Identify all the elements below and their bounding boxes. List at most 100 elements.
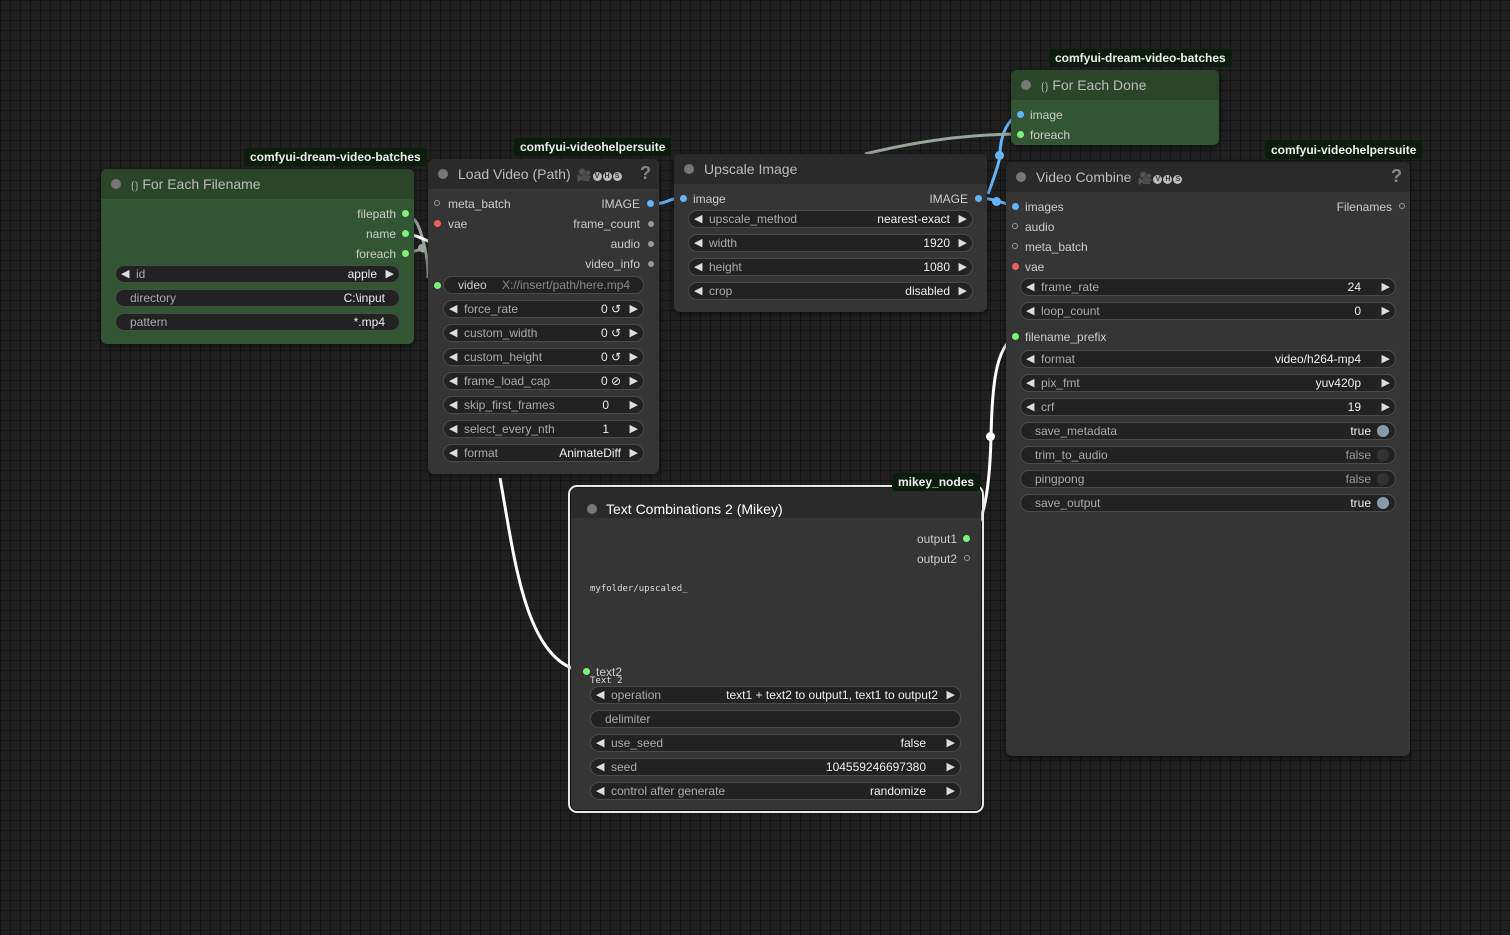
arrow-left-icon[interactable]: ◀ bbox=[449, 399, 458, 411]
collapse-dot[interactable] bbox=[1016, 172, 1026, 182]
output-dot-frame-count[interactable] bbox=[648, 221, 654, 227]
toggle-knob-icon[interactable] bbox=[1377, 425, 1389, 437]
arrow-right-icon[interactable]: ▶ bbox=[958, 237, 967, 249]
help-icon[interactable]: ? bbox=[640, 163, 651, 183]
node-upscale-image[interactable]: Upscale Image image IMAGE ◀upscale_metho… bbox=[674, 154, 987, 312]
node-title-bar[interactable]: Upscale Image bbox=[674, 154, 987, 184]
output-dot-video-info[interactable] bbox=[648, 261, 654, 267]
arrow-left-icon[interactable]: ◀ bbox=[1026, 401, 1035, 413]
output-image[interactable]: IMAGE bbox=[601, 197, 640, 211]
input-dot-vae[interactable] bbox=[434, 220, 441, 227]
arrow-left-icon[interactable]: ◀ bbox=[596, 785, 605, 797]
arrow-right-icon[interactable]: ▶ bbox=[1381, 305, 1390, 317]
node-title-bar[interactable]: ⟮⟯For Each Done bbox=[1011, 70, 1219, 100]
arrow-left-icon[interactable]: ◀ bbox=[1026, 377, 1035, 389]
input-dot-audio[interactable] bbox=[1012, 223, 1018, 229]
arrow-right-icon[interactable]: ▶ bbox=[629, 423, 638, 435]
input-image[interactable]: image bbox=[693, 192, 726, 206]
reroute-point[interactable] bbox=[992, 197, 1001, 206]
input-audio[interactable]: audio bbox=[1025, 220, 1055, 234]
arrow-left-icon[interactable]: ◀ bbox=[449, 423, 458, 435]
input-foreach[interactable]: foreach bbox=[1030, 128, 1071, 142]
arrow-left-icon[interactable]: ◀ bbox=[596, 761, 605, 773]
collapse-dot[interactable] bbox=[684, 164, 694, 174]
arrow-right-icon[interactable]: ▶ bbox=[946, 761, 955, 773]
output-video-info[interactable]: video_info bbox=[585, 257, 640, 271]
toggle-knob-icon[interactable] bbox=[1377, 473, 1389, 485]
node-title-bar[interactable]: ⟮⟯For Each Filename bbox=[101, 169, 414, 199]
toggle-knob-icon[interactable] bbox=[1377, 449, 1389, 461]
arrow-right-icon[interactable]: ▶ bbox=[958, 261, 967, 273]
arrow-right-icon[interactable]: ▶ bbox=[958, 213, 967, 225]
arrow-left-icon[interactable]: ◀ bbox=[694, 261, 703, 273]
arrow-right-icon[interactable]: ▶ bbox=[629, 327, 638, 339]
input-dot-text2[interactable] bbox=[583, 668, 590, 675]
output-name[interactable]: name bbox=[365, 227, 396, 241]
arrow-right-icon[interactable]: ▶ bbox=[1381, 377, 1390, 389]
output-output2[interactable]: output2 bbox=[916, 552, 957, 566]
arrow-left-icon[interactable]: ◀ bbox=[694, 237, 703, 249]
input-images[interactable]: images bbox=[1025, 200, 1064, 214]
arrow-right-icon[interactable]: ▶ bbox=[629, 399, 638, 411]
arrow-left-icon[interactable]: ◀ bbox=[1026, 281, 1035, 293]
output-foreach[interactable]: foreach bbox=[355, 247, 396, 261]
arrow-right-icon[interactable]: ▶ bbox=[1381, 353, 1390, 365]
arrow-right-icon[interactable]: ▶ bbox=[629, 351, 638, 363]
arrow-left-icon[interactable]: ◀ bbox=[1026, 305, 1035, 317]
input-filename-prefix[interactable]: filename_prefix bbox=[1025, 330, 1107, 344]
node-for-each-filename[interactable]: ⟮⟯For Each Filename filepath name foreac… bbox=[101, 169, 414, 344]
arrow-left-icon[interactable]: ◀ bbox=[596, 737, 605, 749]
toggle-knob-icon[interactable] bbox=[1377, 497, 1389, 509]
output-dot-output2[interactable] bbox=[964, 555, 970, 561]
input-dot-foreach[interactable] bbox=[1017, 131, 1024, 138]
arrow-left-icon[interactable]: ◀ bbox=[449, 327, 458, 339]
input-meta-batch[interactable]: meta_batch bbox=[1025, 240, 1088, 254]
collapse-dot[interactable] bbox=[111, 179, 121, 189]
output-dot-audio[interactable] bbox=[648, 241, 654, 247]
output-audio[interactable]: audio bbox=[610, 237, 640, 251]
reroute-point[interactable] bbox=[986, 432, 995, 441]
input-vae[interactable]: vae bbox=[1025, 260, 1045, 274]
output-image[interactable]: IMAGE bbox=[929, 192, 968, 206]
arrow-left-icon[interactable]: ◀ bbox=[449, 447, 458, 459]
widget-pattern[interactable]: pattern*.mp4 bbox=[115, 313, 400, 331]
arrow-right-icon[interactable]: ▶ bbox=[1381, 281, 1390, 293]
output-frame-count[interactable]: frame_count bbox=[573, 217, 640, 231]
arrow-left-icon[interactable]: ◀ bbox=[449, 375, 458, 387]
input-dot-image[interactable] bbox=[1017, 111, 1024, 118]
output-dot-image[interactable] bbox=[975, 195, 982, 202]
arrow-left-icon[interactable]: ◀ bbox=[694, 213, 703, 225]
input-text2[interactable]: text2 bbox=[596, 665, 623, 679]
input-dot-meta-batch[interactable] bbox=[1012, 243, 1018, 249]
arrow-right-icon[interactable]: ▶ bbox=[629, 303, 638, 315]
arrow-right-icon[interactable]: ▶ bbox=[946, 737, 955, 749]
arrow-right-icon[interactable]: ▶ bbox=[385, 268, 394, 280]
help-icon[interactable]: ? bbox=[1391, 166, 1402, 186]
arrow-left-icon[interactable]: ◀ bbox=[121, 268, 130, 280]
arrow-right-icon[interactable]: ▶ bbox=[629, 375, 638, 387]
node-title-bar[interactable]: Text Combinations 2 (Mikey) bbox=[571, 488, 981, 518]
node-for-each-done[interactable]: ⟮⟯For Each Done image foreach bbox=[1011, 70, 1219, 145]
input-meta-batch[interactable]: meta_batch bbox=[448, 197, 511, 211]
reroute-point[interactable] bbox=[418, 244, 426, 252]
node-text-combinations[interactable]: Text Combinations 2 (Mikey) output1 outp… bbox=[568, 485, 984, 813]
